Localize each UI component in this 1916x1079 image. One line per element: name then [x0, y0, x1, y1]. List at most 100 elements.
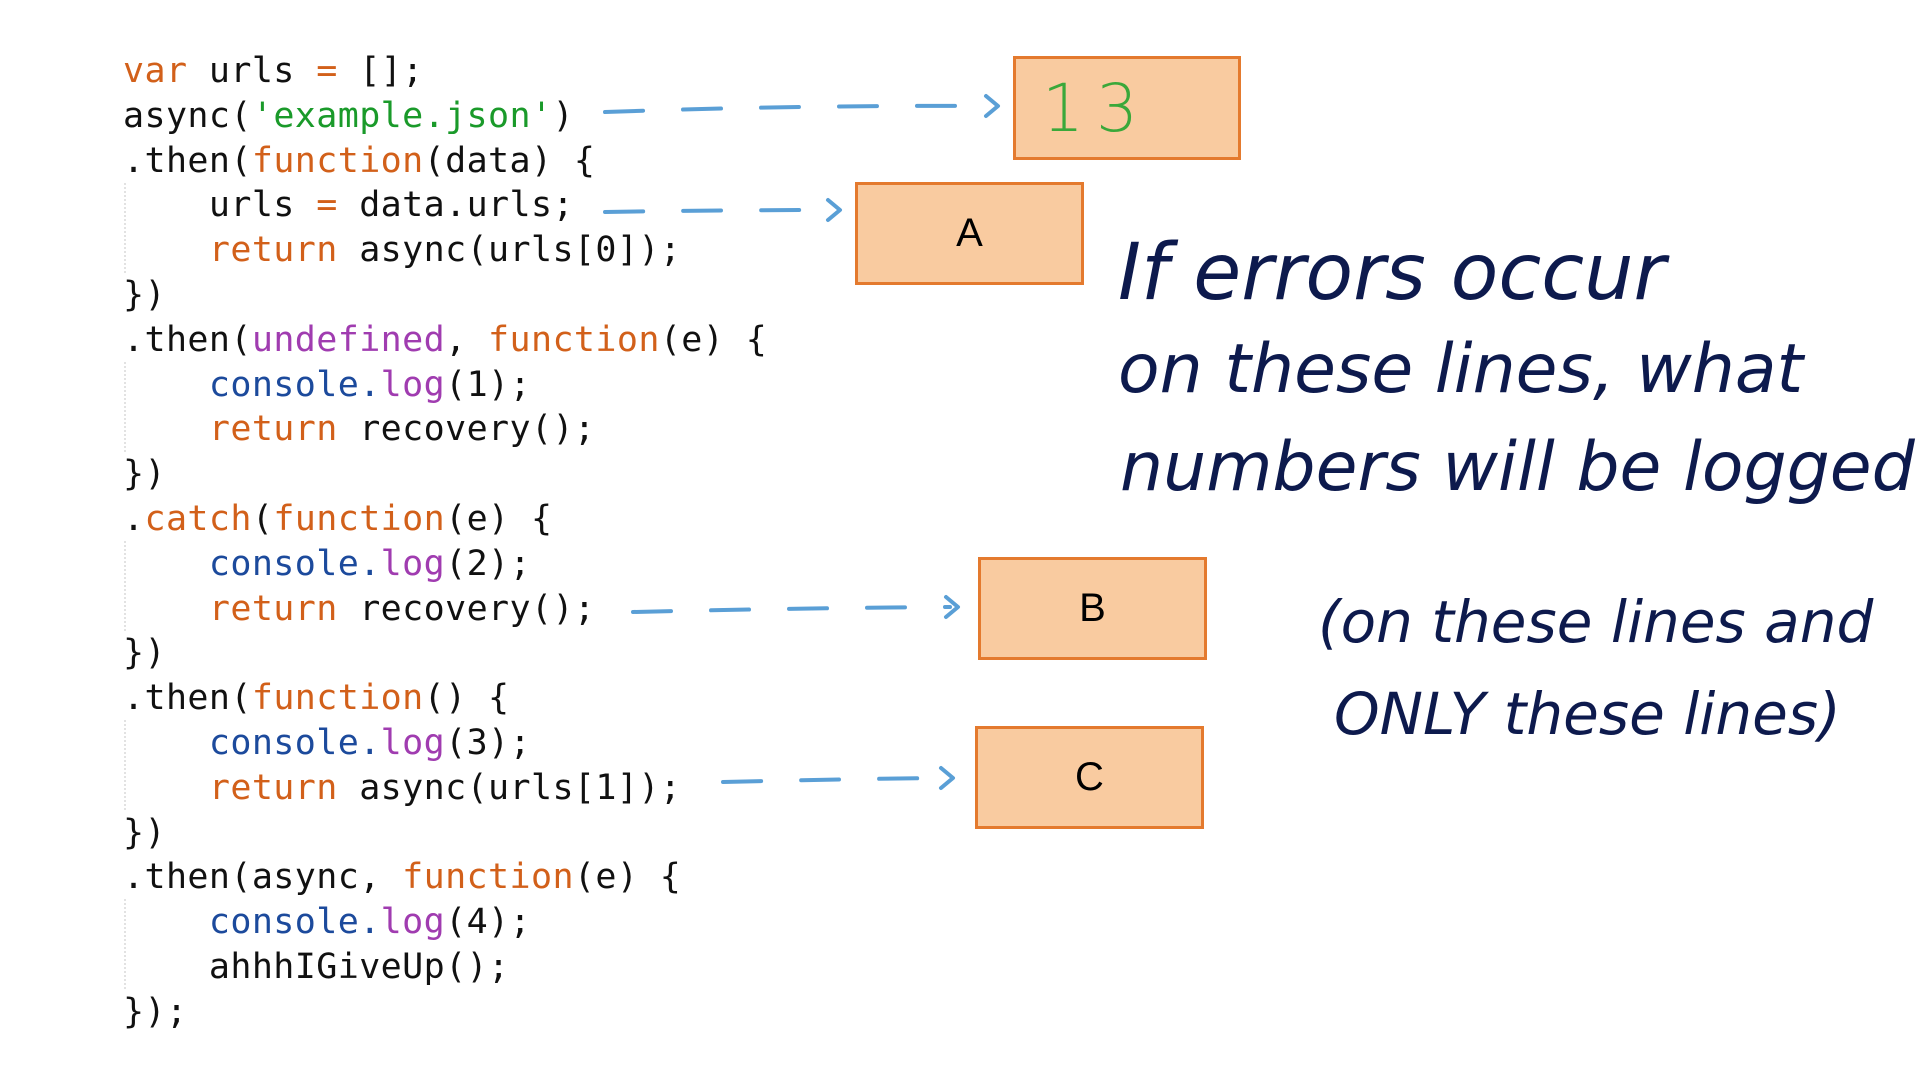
code-line: }): [123, 273, 767, 318]
code-token: function: [251, 678, 424, 719]
answer-box-b[interactable]: B: [978, 557, 1207, 660]
code-line: urls = data.urls;: [123, 183, 767, 228]
code-line: .then(undefined, function(e) {: [123, 318, 767, 363]
code-token: data.urls;: [337, 185, 574, 226]
code-line: .then(function() {: [123, 676, 767, 721]
question-line-3: numbers will be logged?: [1120, 428, 1916, 507]
code-token: ,: [445, 319, 489, 360]
code-line: .catch(function(e) {: [123, 497, 767, 542]
code-token: recovery();: [337, 409, 596, 450]
code-token: function: [402, 857, 574, 898]
code-line: console.log(4);: [123, 900, 767, 945]
answer-box[interactable]: 13: [1013, 56, 1241, 160]
code-token: =: [316, 185, 338, 226]
arrow-to-c: [721, 776, 947, 784]
code-token: async(: [123, 95, 252, 136]
code-token: (e) {: [445, 498, 553, 539]
code-token: catch: [144, 498, 252, 539]
code-line: return recovery();: [123, 407, 767, 452]
code-line: .then(async, function(e) {: [123, 855, 767, 900]
code-line: }): [123, 811, 767, 856]
code-line: return recovery();: [123, 587, 767, 632]
indent-guide: [124, 720, 126, 810]
code-token: return: [208, 767, 338, 808]
code-line: .then(function(data) {: [123, 139, 767, 184]
indent-guide: [124, 183, 126, 273]
code-line: ahhhIGiveUp();: [123, 945, 767, 990]
code-line: return async(urls[0]);: [123, 228, 767, 273]
code-token: .then(async,: [123, 857, 403, 898]
code-line: console.log(3);: [123, 721, 767, 766]
arrowhead-icon: [826, 198, 842, 222]
code-token: console.: [208, 902, 381, 943]
code-token: (1);: [445, 364, 531, 405]
code-token: var: [123, 51, 188, 91]
code-line: async('example.json'): [123, 94, 767, 139]
code-token: 'example.json': [251, 95, 553, 136]
code-token: log: [380, 543, 446, 584]
code-token: });: [123, 991, 188, 1032]
code-token: }): [123, 633, 166, 674]
question-line-2: on these lines, what: [1118, 330, 1804, 409]
code-token: (4);: [445, 902, 531, 943]
code-token: urls: [187, 51, 317, 91]
code-line: }): [123, 452, 767, 497]
code-token: console.: [208, 543, 381, 584]
code-token: return: [208, 588, 338, 629]
code-token: =: [316, 51, 338, 91]
code-line: var urls = [];: [123, 49, 767, 94]
code-token: log: [380, 364, 446, 405]
code-line: console.log(2);: [123, 542, 767, 587]
code-token: (e) {: [573, 857, 682, 898]
code-token: (data) {: [423, 140, 596, 181]
code-token: function: [251, 140, 424, 181]
code-line: return async(urls[1]);: [123, 766, 767, 811]
code-token: return: [208, 409, 338, 450]
code-token: function: [488, 319, 660, 360]
question-line-1: If errors occur: [1118, 228, 1666, 318]
arrowhead-icon: [984, 94, 1000, 118]
code-token: return: [208, 230, 338, 271]
code-token: console.: [208, 722, 381, 763]
answer-box-c[interactable]: C: [975, 726, 1204, 829]
code-token: (e) {: [659, 319, 768, 360]
code-token: (: [251, 498, 274, 539]
arrowhead-icon: [944, 595, 960, 619]
code-token: ): [552, 95, 574, 136]
code-token: .then(: [123, 140, 252, 181]
code-token: async(urls[0]);: [337, 230, 682, 271]
code-line: console.log(1);: [123, 363, 767, 408]
code-token: [];: [337, 51, 424, 91]
code-token: urls: [123, 185, 317, 226]
code-token: .then(: [123, 678, 252, 719]
code-token: async(urls[1]);: [337, 767, 682, 808]
code-token: }): [123, 274, 166, 315]
code-token: .: [123, 498, 145, 539]
code-line: }): [123, 631, 767, 676]
code-token: console.: [208, 364, 381, 405]
note-line-1: (on these lines and: [1318, 588, 1874, 656]
code-token: function: [273, 498, 446, 539]
code-token: }): [123, 812, 166, 853]
arrowhead-icon: [939, 766, 955, 790]
arrow-to-a: [603, 208, 834, 214]
code-line: });: [123, 990, 767, 1035]
code-token: }): [123, 454, 166, 495]
indent-guide: [124, 362, 126, 452]
code-block: var urls = [];async('example.json').then…: [123, 49, 767, 1035]
code-token: .then(: [123, 319, 252, 360]
note-line-2: ONLY these lines): [1334, 680, 1841, 748]
code-token: undefined: [251, 319, 446, 360]
indent-guide: [124, 899, 126, 989]
code-token: log: [380, 722, 446, 763]
arrow-to-b: [631, 605, 952, 614]
code-token: () {: [423, 678, 510, 719]
arrow-to-answer: [603, 103, 992, 114]
answer-box-a[interactable]: A: [855, 182, 1084, 285]
code-token: (2);: [445, 543, 531, 584]
indent-guide: [124, 541, 126, 631]
code-token: (3);: [445, 722, 531, 763]
code-token: recovery();: [337, 588, 596, 629]
code-token: ahhhIGiveUp();: [123, 946, 510, 987]
